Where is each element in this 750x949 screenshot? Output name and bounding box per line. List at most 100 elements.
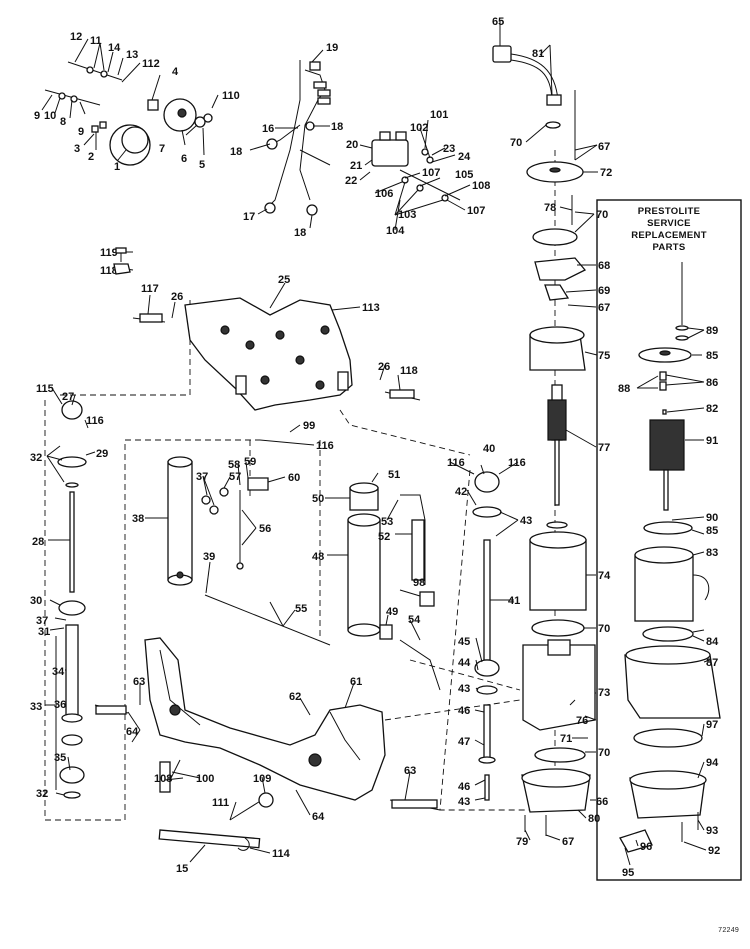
callout-label: 19	[326, 42, 338, 54]
callout-label: 113	[362, 302, 380, 314]
callout-label: 100	[196, 773, 214, 785]
callout-label: 98	[413, 577, 425, 589]
wiring-harness	[264, 60, 331, 216]
electric-motor-assembly	[492, 45, 596, 836]
callout-label: 47	[458, 736, 470, 748]
callout-label: 119	[100, 247, 118, 259]
trim-cylinder-left	[57, 400, 87, 799]
callout-label: 49	[386, 606, 398, 618]
callout-label: 97	[706, 719, 718, 731]
callout-label: 37	[196, 471, 208, 483]
starter-solenoid	[371, 131, 461, 202]
box-title-line: SERVICE	[647, 218, 691, 229]
callout-label: 9	[78, 126, 84, 138]
callout-label: 14	[108, 42, 121, 54]
callout-label: 102	[410, 122, 428, 134]
callout-label: 56	[259, 523, 271, 535]
callout-label: 103	[398, 209, 416, 221]
callout-label: 21	[350, 160, 362, 172]
callout-label: 1	[114, 161, 120, 173]
part-drawings	[44, 45, 721, 853]
callout-label: 20	[346, 139, 358, 151]
callout-label: 48	[312, 551, 324, 563]
callout-label: 110	[222, 90, 240, 102]
callout-label: 101	[430, 109, 448, 121]
callout-label: 77	[598, 442, 610, 454]
screw-and-clip	[113, 247, 131, 275]
callout-label: 83	[706, 547, 718, 559]
callout-label: 70	[596, 209, 608, 221]
callout-label: 59	[244, 456, 256, 468]
callout-label: 53	[381, 516, 393, 528]
callout-label: 2	[88, 151, 94, 163]
callout-label: 22	[345, 175, 357, 187]
callout-label: 96	[640, 841, 652, 853]
callout-label: 16	[262, 123, 274, 135]
callout-label: 75	[598, 350, 610, 362]
callout-label: 32	[36, 788, 48, 800]
callout-label: 60	[288, 472, 300, 484]
callout-label: 42	[455, 486, 467, 498]
callout-label: 70	[510, 137, 522, 149]
callout-label: 116	[447, 457, 465, 469]
callout-leaders	[41, 21, 711, 866]
callout-label: 33	[30, 701, 42, 713]
callout-label: 116	[508, 457, 526, 469]
callout-label: 9	[34, 110, 40, 122]
callout-label: 67	[598, 302, 610, 314]
callout-label: 107	[467, 205, 485, 217]
callout-label: 50	[312, 493, 324, 505]
callout-label: 54	[408, 614, 421, 626]
callout-label: 70	[598, 747, 610, 759]
callout-label: 72	[600, 167, 612, 179]
callout-label: 108	[154, 773, 172, 785]
callout-label: 70	[598, 623, 610, 635]
callout-label: 69	[598, 285, 610, 297]
callout-label: 115	[36, 383, 54, 395]
callout-label: 45	[458, 636, 470, 648]
callout-label: 116	[86, 415, 104, 427]
callout-label: 63	[133, 676, 145, 688]
callout-label: 46	[458, 781, 470, 793]
callout-label: 109	[253, 773, 271, 785]
callout-label: 67	[598, 141, 610, 153]
callout-label: 89	[706, 325, 718, 337]
callout-label: 105	[455, 169, 473, 181]
callout-label: 6	[181, 153, 187, 165]
callout-label: 55	[295, 603, 307, 615]
callout-label: 87	[706, 657, 718, 669]
callout-label: 17	[243, 211, 255, 223]
callout-label: 114	[272, 848, 291, 860]
box-title-line: PRESTOLITE	[638, 206, 700, 217]
callout-label: 106	[375, 188, 393, 200]
stern-clamp-bracket	[94, 637, 441, 821]
prestolite-replacement-parts-box: PRESTOLITE SERVICE REPLACEMENT PARTS	[596, 199, 742, 881]
callout-label: 95	[622, 867, 634, 879]
callout-label: 8	[60, 116, 66, 128]
tilt-tube	[158, 829, 261, 851]
callout-label: 71	[560, 733, 572, 745]
callout-label: 26	[378, 361, 390, 373]
callout-label: 11	[90, 35, 102, 47]
callout-label: 51	[388, 469, 400, 481]
callout-numbers: 1 2 3 4 5 6 7 8 9 9 10 11 12 13 14 15 16…	[30, 16, 720, 879]
callout-label: 35	[54, 752, 66, 764]
piston-rod-41	[472, 471, 502, 801]
callout-label: 104	[386, 225, 405, 237]
callout-label: 12	[70, 31, 82, 43]
callout-label: 18	[331, 121, 343, 133]
callout-label: 26	[171, 291, 183, 303]
callout-label: 30	[30, 595, 42, 607]
callout-label: 41	[508, 595, 520, 607]
hydraulic-cylinder-48	[347, 482, 441, 691]
callout-label: 18	[230, 146, 242, 158]
callout-label: 93	[706, 825, 718, 837]
callout-label: 37	[36, 615, 48, 627]
box-title-line: REPLACEMENT	[631, 230, 707, 241]
callout-label: 36	[54, 699, 66, 711]
callout-label: 94	[706, 757, 719, 769]
callout-label: 79	[516, 836, 528, 848]
callout-label: 85	[706, 525, 718, 537]
callout-label: 52	[378, 531, 390, 543]
